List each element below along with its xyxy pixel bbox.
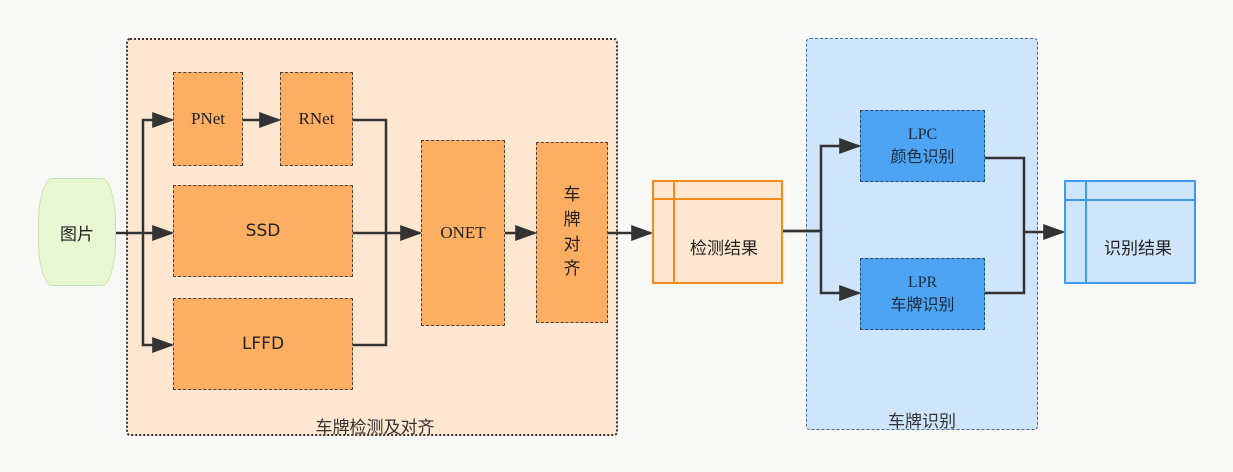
- recognition-group: [806, 38, 1038, 430]
- input-image-node[interactable]: 图片: [38, 178, 116, 286]
- lpr-title: LPR: [907, 274, 938, 292]
- lpc-title: LPC: [907, 126, 938, 144]
- onet-node[interactable]: ONET: [421, 140, 505, 326]
- onet-label: ONET: [440, 223, 486, 242]
- recognition-result-lines: [1063, 179, 1196, 284]
- plate-align-char: 牌: [563, 209, 581, 230]
- edge-lpr-final: [985, 232, 1026, 295]
- lpr-subtitle: 车牌识别: [890, 295, 955, 314]
- lpr-node[interactable]: LPR 车牌识别: [860, 258, 985, 330]
- pnet-node[interactable]: PNet: [173, 72, 243, 166]
- edge-input-lffd: [141, 233, 175, 353]
- edge-result-lpc: [783, 138, 862, 233]
- input-image-label: 图片: [60, 224, 94, 245]
- ssd-label: SSD: [245, 221, 281, 241]
- edge-result-lpr: [783, 229, 862, 301]
- recognition-result-node[interactable]: 识别结果: [1063, 179, 1196, 284]
- lpc-subtitle: 颜色识别: [890, 147, 955, 166]
- ssd-node[interactable]: SSD: [173, 185, 353, 277]
- edge-rnet-onet: [352, 118, 388, 235]
- recognition-group-label: 车牌识别: [888, 412, 956, 432]
- detection-group-label: 车牌检测及对齐: [315, 418, 435, 438]
- lffd-node[interactable]: LFFD: [173, 298, 353, 390]
- plate-align-node[interactable]: 车 牌 对 齐: [536, 142, 608, 323]
- edge-lffd-onet: [352, 235, 388, 347]
- recognition-result-label: 识别结果: [1104, 239, 1172, 259]
- rnet-label: RNet: [298, 109, 335, 128]
- rnet-node[interactable]: RNet: [280, 72, 353, 166]
- detection-result-node[interactable]: 检测结果: [651, 179, 783, 284]
- plate-align-char: 对: [563, 234, 581, 255]
- pnet-label: PNet: [191, 109, 225, 128]
- plate-align-char: 车: [563, 185, 581, 206]
- lffd-label: LFFD: [241, 334, 285, 354]
- edge-lpc-final: [985, 156, 1026, 232]
- lpc-node[interactable]: LPC 颜色识别: [860, 110, 985, 182]
- detection-result-lines: [651, 179, 783, 284]
- edge-input-pnet: [141, 112, 175, 233]
- plate-align-char: 齐: [563, 259, 581, 280]
- detection-result-label: 检测结果: [690, 239, 758, 259]
